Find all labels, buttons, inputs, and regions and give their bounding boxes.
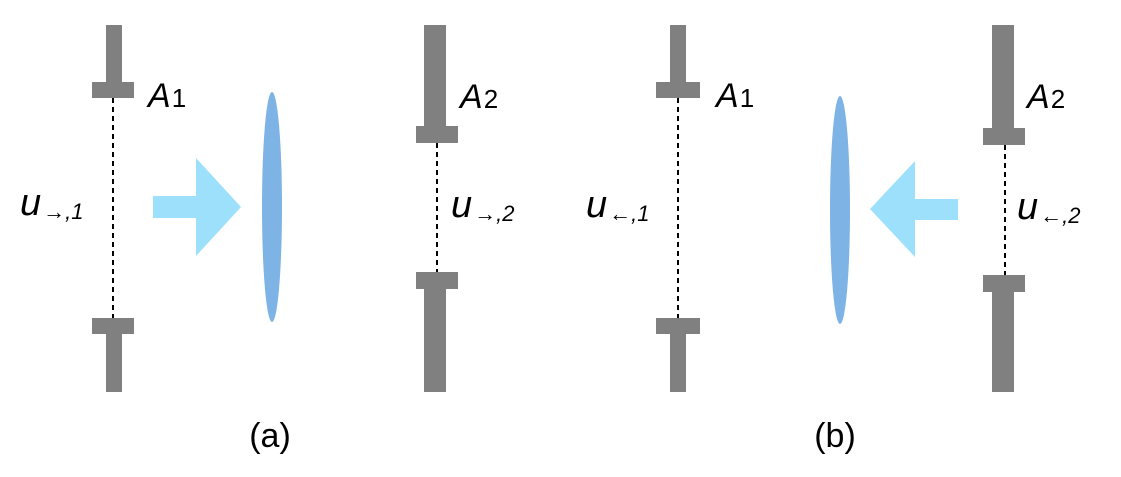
aperture-lower-post (424, 285, 446, 392)
aperture-lower-post (670, 330, 686, 392)
aperture-lower-bar (416, 272, 458, 289)
panel-caption-b: (b) (814, 417, 856, 455)
aperture-a1-left (92, 25, 134, 392)
aperture-lower-bar (92, 318, 134, 334)
aperture-label-a2: A2 (458, 78, 498, 116)
lens (262, 92, 282, 322)
mode-label-u-forward-2: u→,2 (451, 184, 515, 226)
aperture-upper-post (992, 25, 1014, 131)
aperture-label-a2: A2 (1025, 78, 1065, 116)
aperture-upper-bar (416, 126, 458, 143)
aperture-a1-right (656, 25, 700, 392)
mode-label-u-backward-2: u←,2 (1017, 186, 1081, 228)
aperture-upper-bar (983, 128, 1025, 145)
aperture-a2-left (416, 25, 458, 392)
aperture-lower-post (992, 288, 1014, 392)
aperture-upper-bar (656, 82, 700, 98)
panel-b: A1 u←,1 A2 u←,2 (b) (586, 25, 1081, 455)
aperture-upper-post (424, 25, 446, 131)
aperture-lower-bar (983, 275, 1025, 292)
aperture-upper-post (670, 25, 686, 88)
panel-a: A1 u→,1 A2 u→,2 (a) (20, 25, 515, 455)
aperture-lower-bar (656, 318, 700, 334)
aperture-label-a1: A1 (714, 77, 754, 115)
panel-caption-a: (a) (249, 417, 291, 455)
aperture-label-a1: A1 (146, 77, 186, 115)
aperture-upper-bar (92, 82, 134, 98)
propagation-arrow-left (870, 161, 958, 257)
aperture-lower-post (106, 330, 122, 392)
propagation-arrow-right (153, 158, 241, 256)
mode-label-u-backward-1: u←,1 (586, 184, 650, 226)
aperture-upper-post (106, 25, 122, 88)
mode-label-u-forward-1: u→,1 (20, 182, 84, 224)
lens (830, 96, 850, 324)
aperture-a2-right (983, 25, 1025, 392)
